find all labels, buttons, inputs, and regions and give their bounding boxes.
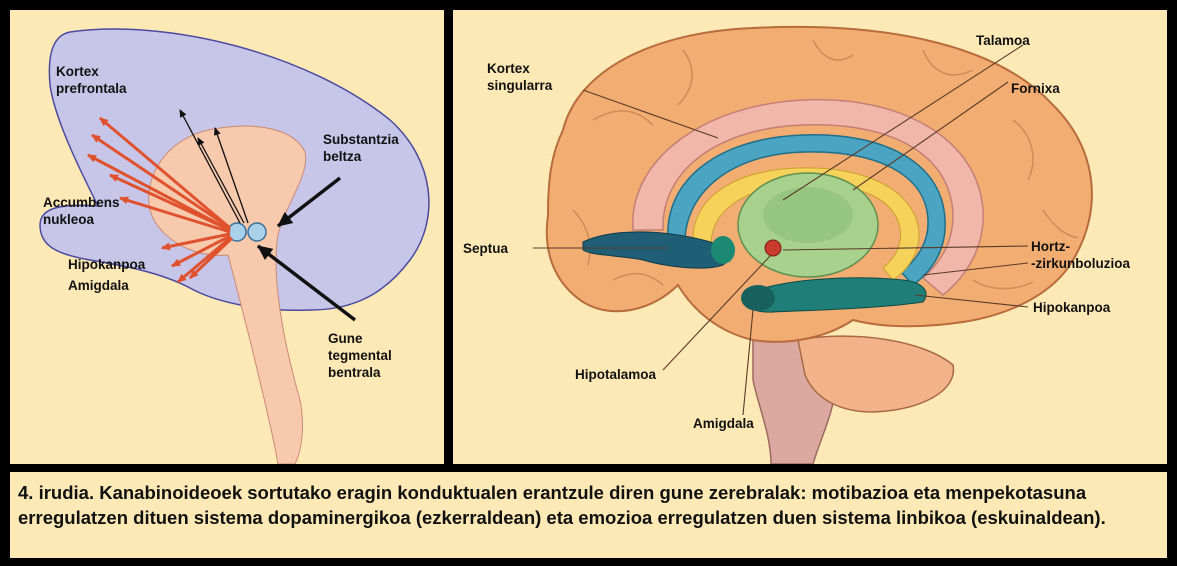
amygdala-structure (741, 285, 775, 311)
label-hipokanpoa: Hipokanpoa (68, 257, 146, 272)
label-talamoa: Talamoa (976, 33, 1030, 48)
label-hipokanpoa: Hipokanpoa (1033, 300, 1111, 315)
figure-caption: 4. irudia. Kanabinoideoek sortutako erag… (10, 472, 1167, 558)
hypothalamus (765, 240, 781, 256)
label-kortex-singularra-2: singularra (487, 78, 553, 93)
label-accumbens-1: Accumbens (43, 195, 120, 210)
limbic-system-panel: Kortex singularra Talamoa Fornixa Septua… (453, 10, 1167, 464)
label-kortex-prefrontala-2: prefrontala (56, 81, 127, 96)
dopaminergic-diagram: Kortex prefrontala Substantzia beltza Ac… (10, 10, 444, 464)
label-substantzia-beltza-1: Substantzia (323, 132, 399, 147)
label-accumbens-2: nukleoa (43, 212, 95, 227)
label-substantzia-beltza-2: beltza (323, 149, 362, 164)
label-gune-tegmental-2: tegmental (328, 348, 392, 363)
label-gune-tegmental-1: Gune (328, 331, 363, 346)
label-amigdala: Amigdala (68, 278, 129, 293)
label-septua: Septua (463, 241, 509, 256)
label-amigdala: Amigdala (693, 416, 754, 431)
label-hipotalamoa: Hipotalamoa (575, 367, 657, 382)
label-fornixa: Fornixa (1011, 81, 1060, 96)
label-kortex-prefrontala-1: Kortex (56, 64, 99, 79)
vta-nucleus-2 (248, 223, 266, 241)
thalamus-inner (763, 187, 853, 243)
limbic-diagram: Kortex singularra Talamoa Fornixa Septua… (453, 10, 1167, 464)
caption-text: 4. irudia. Kanabinoideoek sortutako erag… (18, 481, 1158, 530)
dopaminergic-system-panel: Kortex prefrontala Substantzia beltza Ac… (10, 10, 444, 464)
label-kortex-singularra-1: Kortex (487, 61, 530, 76)
mammillary-body (711, 236, 735, 264)
label-gune-tegmental-3: bentrala (328, 365, 381, 380)
label-hortz-1: Hortz- (1031, 239, 1070, 254)
label-hortz-2: -zirkunboluzioa (1031, 256, 1130, 271)
